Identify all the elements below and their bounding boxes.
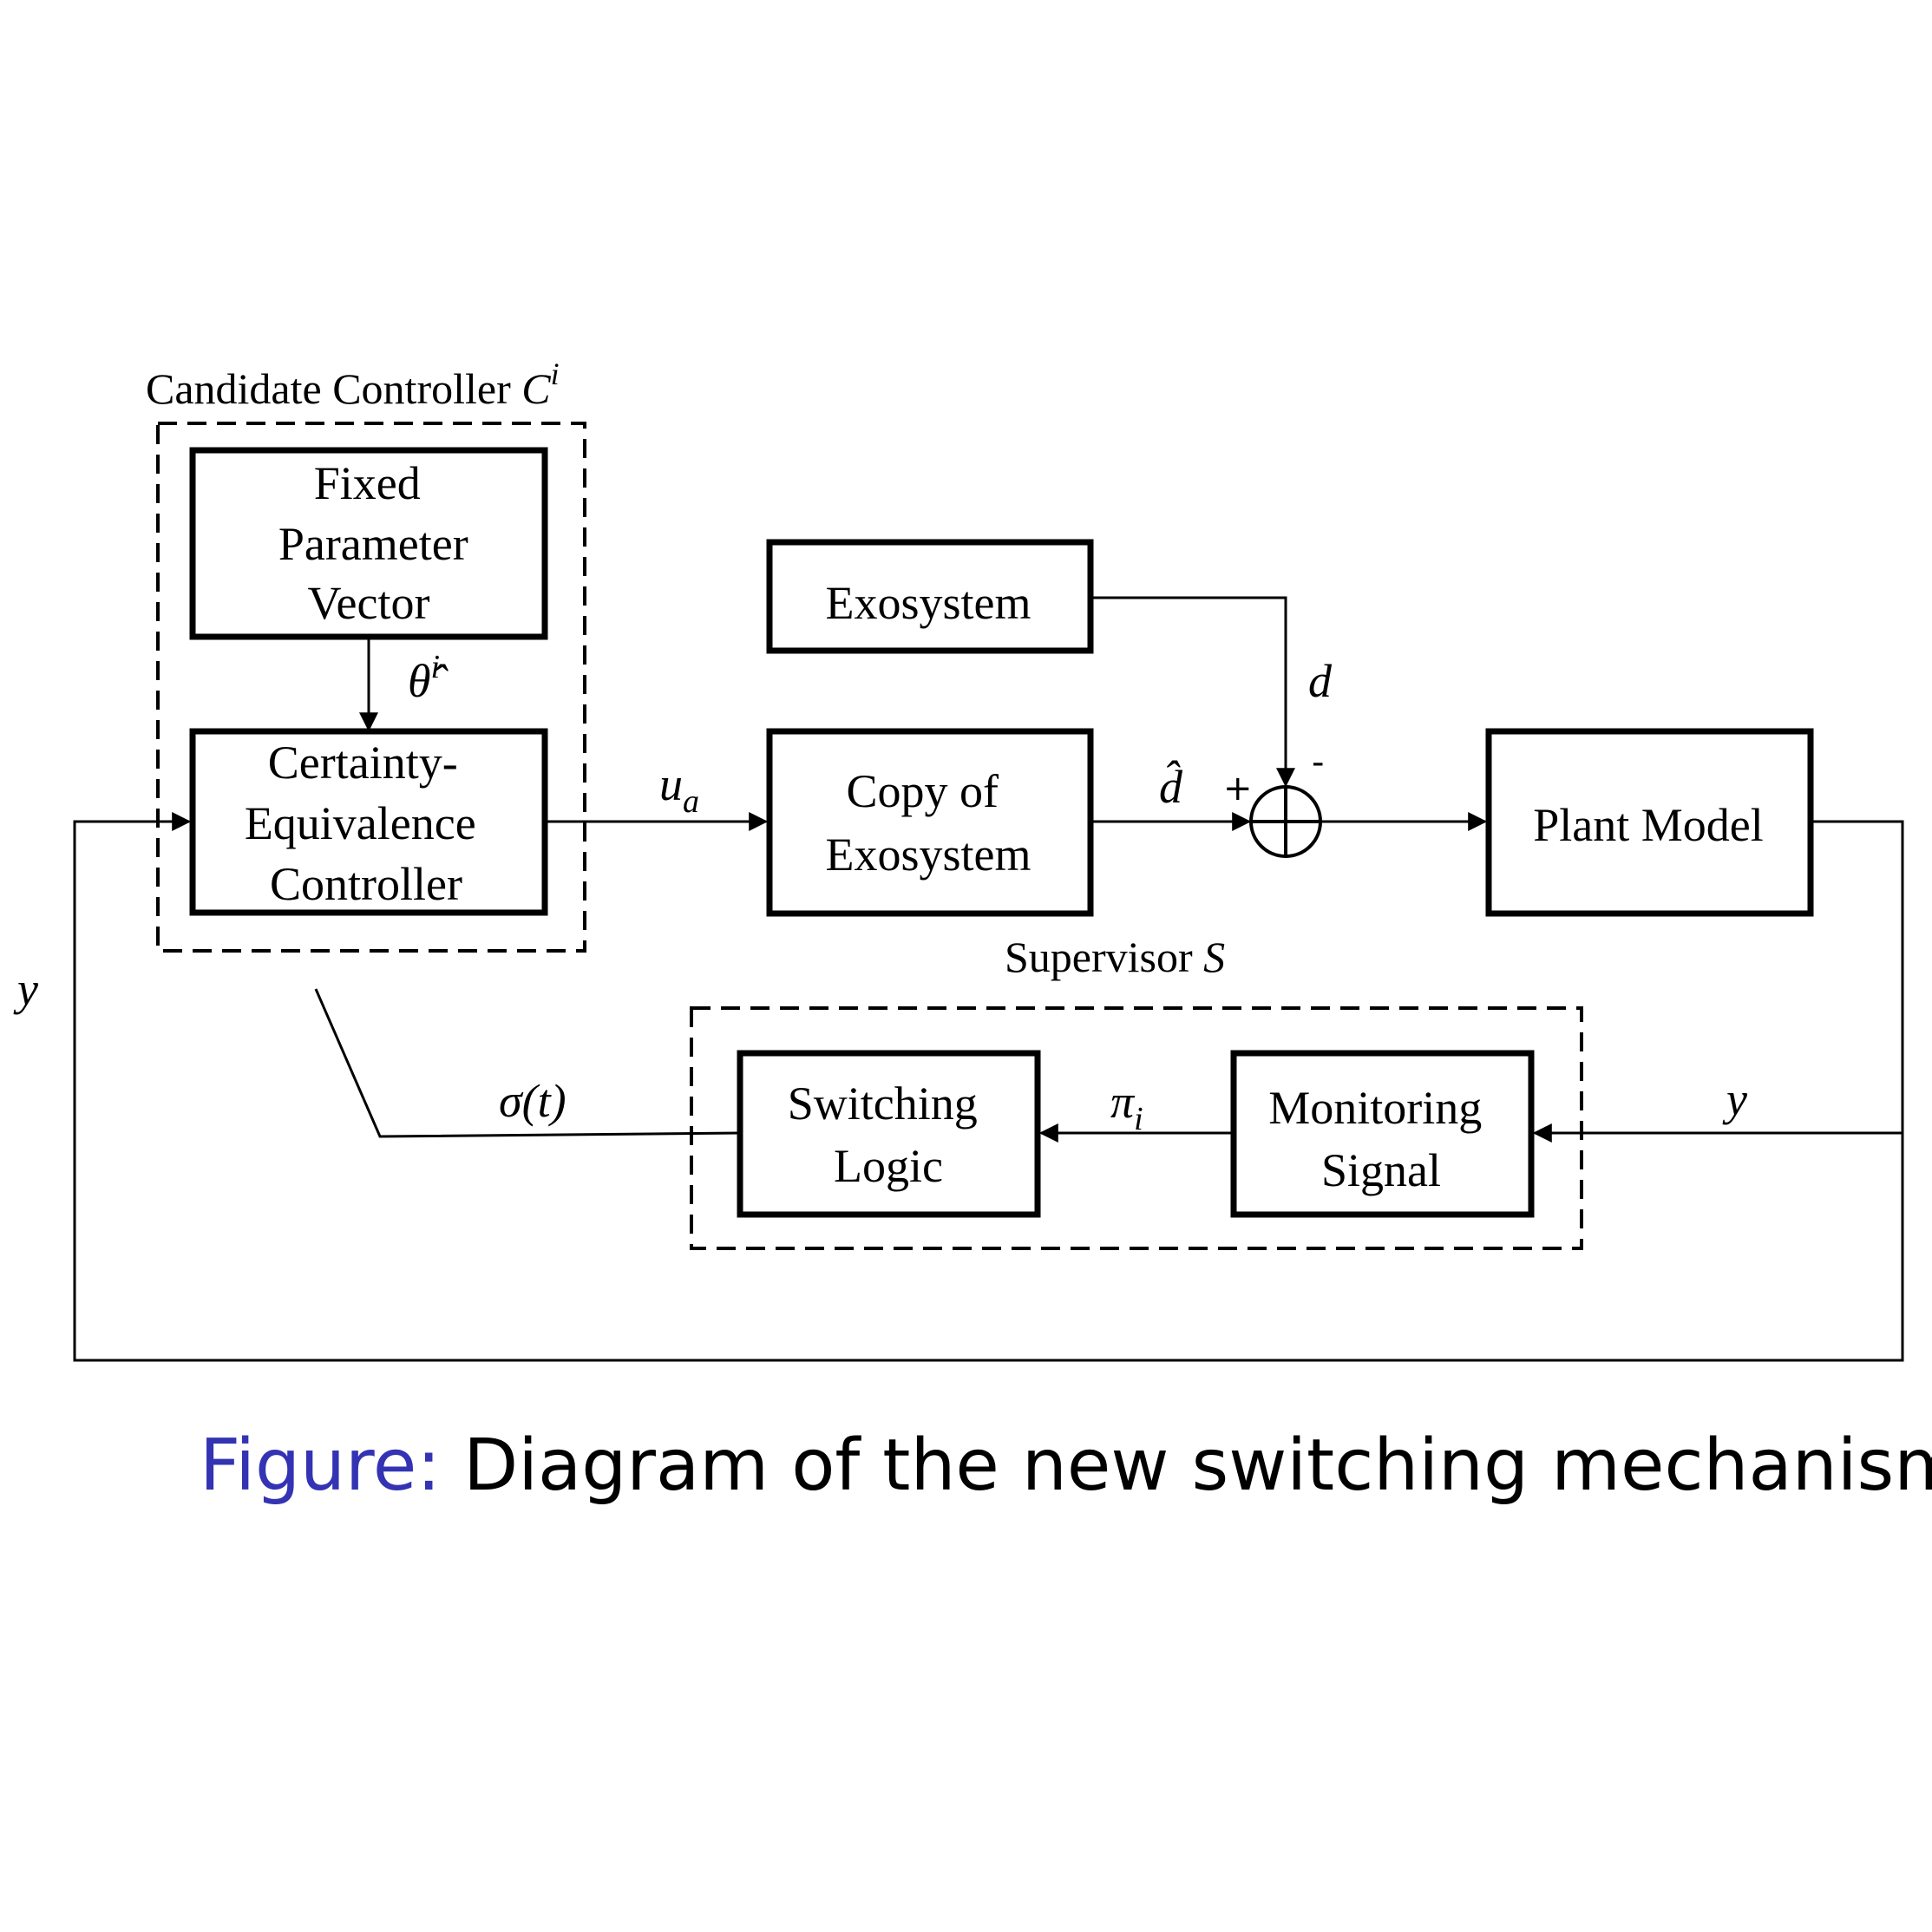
copy-of-exosystem-label: Copy of Exosystem bbox=[826, 765, 1031, 881]
fixed-parameter-vector-label: Fixed Parameter Vector bbox=[278, 457, 480, 629]
sigma-t-label: σ(t) bbox=[499, 1075, 567, 1127]
plus-sign: + bbox=[1223, 769, 1253, 809]
u-a-label: ua bbox=[659, 758, 699, 820]
d-signal-path bbox=[1090, 596, 1295, 788]
d-hat-label: d̂ bbox=[1159, 759, 1183, 813]
plant-model-label: Plant Model bbox=[1533, 799, 1764, 851]
exosystem-label: Exosystem bbox=[826, 577, 1031, 629]
sigma-switch-path bbox=[314, 988, 741, 1138]
caption-text: Diagram of the new switching mechanism bbox=[441, 1424, 1932, 1507]
monitoring-signal-label: Monitoring Signal bbox=[1268, 1082, 1494, 1196]
pi-i-label: πi bbox=[1110, 1076, 1143, 1137]
y-outer-feedback-loop bbox=[73, 812, 1904, 1362]
summing-junction bbox=[1249, 785, 1322, 858]
figure-caption: Figure: Diagram of the new switching mec… bbox=[200, 1424, 1932, 1507]
minus-sign: - bbox=[1312, 743, 1324, 783]
copy-of-exosystem-block bbox=[766, 728, 1094, 917]
caption-prefix: Figure: bbox=[200, 1424, 441, 1507]
supervisor-boundary bbox=[690, 1006, 1583, 1250]
y-to-monitoring-path bbox=[1532, 820, 1904, 1143]
candidate-controller-boundary bbox=[156, 422, 586, 953]
d-label: d bbox=[1308, 655, 1333, 707]
candidate-controller-label: Candidate Controller Ci bbox=[146, 357, 560, 413]
y-feedback-label: y bbox=[1722, 1073, 1747, 1125]
theta-hat-label: θ̂i bbox=[408, 649, 449, 707]
certainty-equivalence-controller-label: Certainty- Equivalence Controller bbox=[245, 737, 488, 910]
supervisor-label: Supervisor S bbox=[1005, 933, 1225, 981]
y-left-label: y bbox=[13, 963, 38, 1015]
switching-logic-label: Switching Logic bbox=[788, 1077, 990, 1192]
